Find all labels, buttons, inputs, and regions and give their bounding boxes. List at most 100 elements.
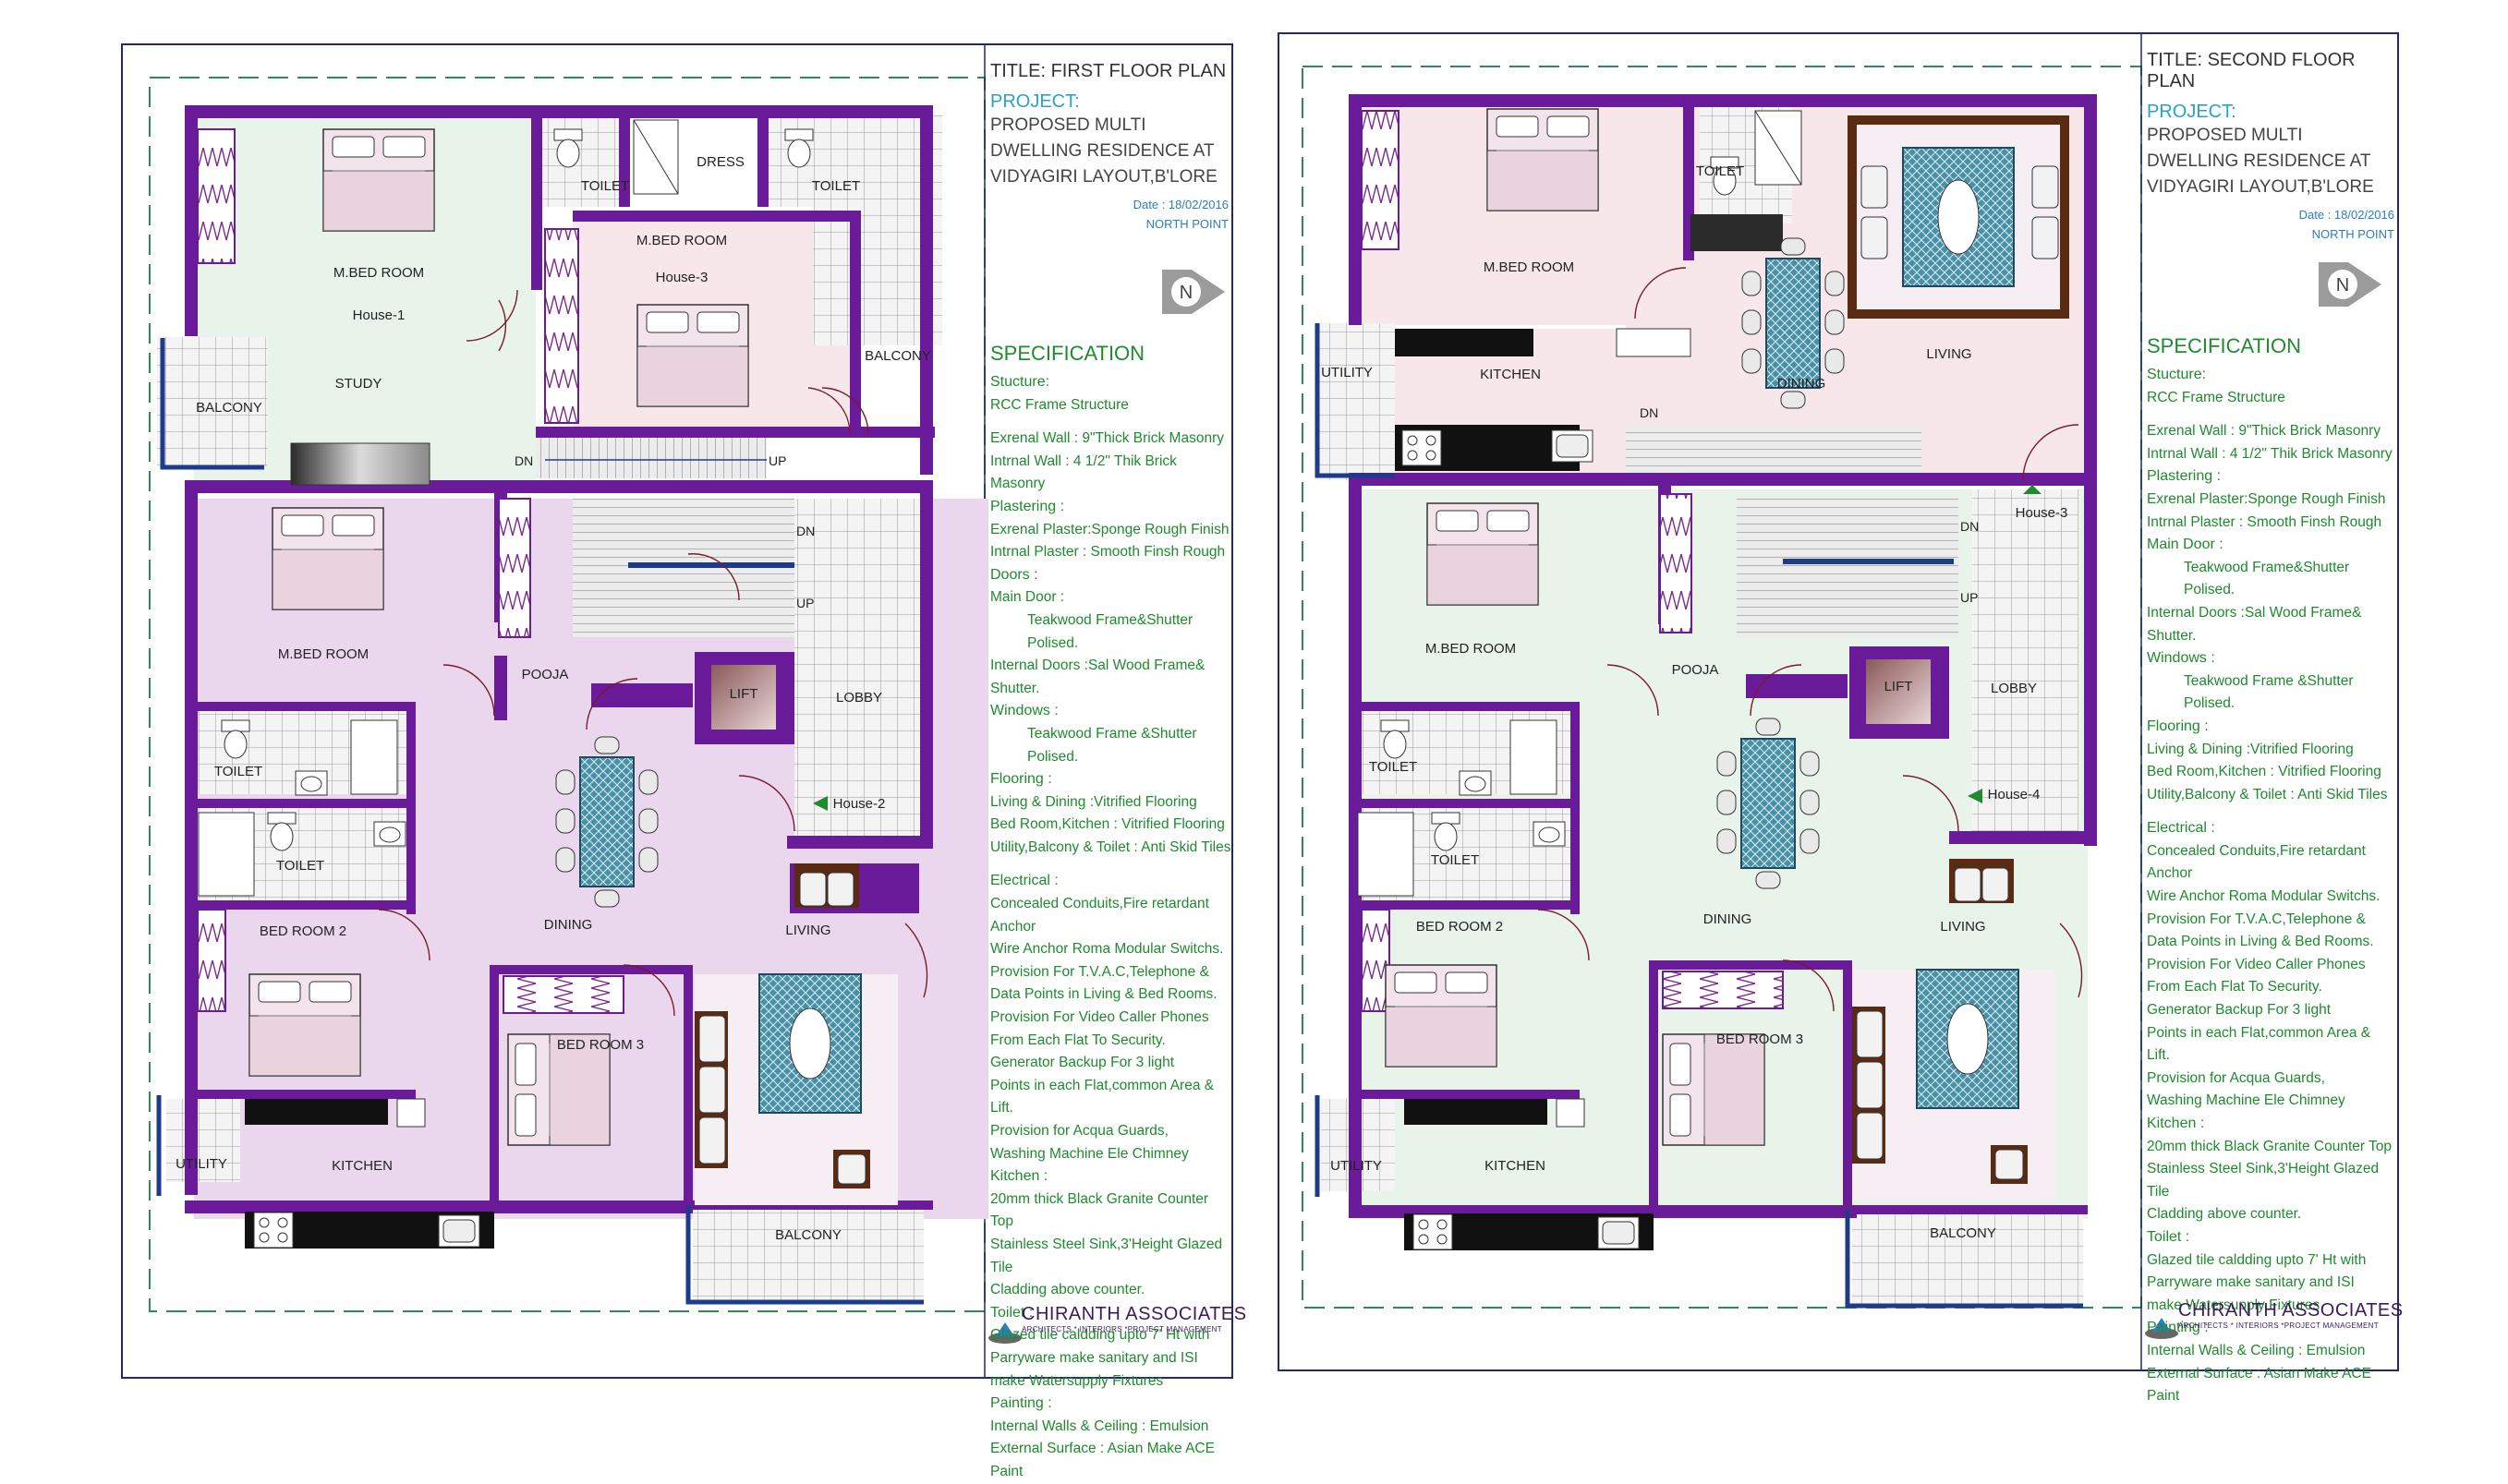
label-house2: House-2 — [833, 796, 886, 812]
spec-line: Windows : — [990, 703, 1059, 719]
label-pooja: POOJA — [522, 667, 569, 682]
spec-line: 20mm thick Black Granite Counter Top — [2147, 1138, 2393, 1154]
label-toilet-b: TOILET — [812, 178, 860, 194]
firm-name: CHIRANTH ASSOCIATES — [1022, 1304, 1247, 1324]
label-lift-2: LIFT — [1884, 679, 1913, 694]
spec-line: Provision For T.V.A.C,Telephone & — [2147, 911, 2366, 927]
spec-line: Data Points in Living & Bed Rooms. — [2147, 934, 2374, 950]
spec-line: Kitchen : — [2147, 1116, 2205, 1131]
spec-line: Provision for Acqua Guards, — [990, 1123, 1169, 1139]
spec-line: External Surface : Asian Make ACE Paint — [990, 1441, 1215, 1479]
project-line-1-2: PROPOSED MULTI — [2147, 126, 2303, 145]
spec-line: Intrnal Wall : 4 1/2" Thik Brick Masonry — [990, 452, 1177, 492]
label-toilet-d: TOILET — [276, 858, 324, 874]
label-dress: DRESS — [697, 154, 745, 170]
spec-line: Bed Room,Kitchen : Vitrified Flooring — [990, 816, 1225, 833]
spec-line: 20mm thick Black Granite Counter Top — [990, 1190, 1209, 1230]
label-dn: DN — [515, 453, 533, 468]
label-mbed-mid-2: M.BED ROOM — [1425, 641, 1516, 657]
label-living: LIVING — [785, 923, 830, 938]
spec-line: Toilet : — [2147, 1228, 2190, 1245]
spec-line: Stucture: — [2147, 367, 2207, 382]
label-dn-2: DN — [1640, 405, 1658, 420]
spec-line: Provision for Acqua Guards, — [2147, 1069, 2325, 1086]
sheet-title: TITLE: FIRST FLOOR PLAN — [990, 61, 1227, 81]
label-balcony-left: BALCONY — [196, 400, 262, 416]
title-block-first: TITLE: FIRST FLOOR PLAN PROJECT: PROPOSE… — [990, 61, 1229, 231]
project-line-2-2: DWELLING RESIDENCE AT — [2147, 151, 2371, 171]
spec-line — [2147, 409, 2396, 420]
spec-line: Wire Anchor Roma Modular Switchs. — [990, 941, 1224, 958]
project-line-1: PROPOSED MULTI — [990, 115, 1146, 135]
spec-line: Kitchen : — [990, 1168, 1048, 1185]
spec-line: Cladding above counter. — [2147, 1206, 2302, 1223]
spec-line: Data Points in Living & Bed Rooms. — [990, 986, 1218, 1003]
spec-line: RCC Frame Structure — [990, 396, 1129, 413]
spec-line: Electrical : — [2147, 820, 2215, 837]
firm-name-2: CHIRANTH ASSOCIATES — [2178, 1300, 2404, 1321]
north-point-label-2: NORTH POINT — [2311, 227, 2394, 241]
spec-line: Washing Machine Ele Chimney — [990, 1145, 1189, 1162]
spec-line: Utility,Balcony & Toilet : Anti Skid Til… — [2147, 786, 2388, 802]
drawing-date: Date : 18/02/2016 — [1133, 198, 1229, 211]
label-bed3-2: BED ROOM 3 — [1716, 1032, 1803, 1047]
label-bed2-2: BED ROOM 2 — [1416, 919, 1503, 935]
spec-line: Teakwood Frame&Shutter Polised. — [1027, 611, 1193, 651]
label-dining-2: DINING — [1703, 911, 1752, 927]
spec-line: Intrnal Plaster : Smooth Finsh Rough — [990, 544, 1226, 561]
label-house3-2: House-3 — [2016, 505, 2068, 521]
label-utility: UTILITY — [176, 1156, 227, 1172]
spec-line: Glazed tile caldding upto 7' Ht with — [2147, 1251, 2367, 1268]
drawing-canvas: N DN UP — [121, 32, 2399, 1379]
firm-tagline-2: ARCHITECTS * INTERIORS *PROJECT MANAGEME… — [2178, 1321, 2379, 1330]
firm-logo-icon — [988, 1322, 1022, 1344]
spec-line: External Surface : Asian Make ACE Paint — [2147, 1365, 2371, 1405]
spec-line: Points in each Flat,common Area & Lift. — [990, 1077, 1215, 1116]
spec-line: RCC Frame Structure — [2147, 389, 2285, 405]
spec-line: Exrenal Wall : 9"Thick Brick Masonry — [2147, 423, 2381, 440]
label-mbed-h3: M.BED ROOM — [636, 233, 727, 248]
spec-line: Painting : — [990, 1395, 1052, 1412]
spec-line: Teakwood Frame &Shutter Polised. — [2184, 672, 2354, 712]
label-dn2-2: DN — [1960, 519, 1979, 534]
specification-first: SPECIFICATION Stucture:RCC Frame Structu… — [990, 340, 1232, 1484]
spec-line: Internal Walls & Ceiling : Emulsion — [2147, 1342, 2366, 1358]
spec-line: Wire Anchor Roma Modular Switchs. — [2147, 888, 2381, 905]
label-toilet-c-2: TOILET — [1369, 759, 1417, 775]
label-toilet-c: TOILET — [214, 764, 262, 779]
sheet-first-floor: DN UP — [121, 43, 1233, 1379]
label-dining: DINING — [544, 917, 593, 933]
project-label-2: PROJECT: — [2147, 102, 2236, 122]
spec-line: Stainless Steel Sink,3'Height Glazed Til… — [2147, 1161, 2380, 1200]
spec-line: Internal Walls & Ceiling : Emulsion — [990, 1418, 1209, 1434]
label-living-2: LIVING — [1940, 919, 1985, 935]
firm-block-second: CHIRANTH ASSOCIATES ARCHITECTS * INTERIO… — [2178, 1300, 2404, 1330]
label-kitchen: KITCHEN — [332, 1158, 393, 1174]
label-up2-2: UP — [1960, 590, 1978, 605]
spec-line: Teakwood Frame&Shutter Polised. — [2184, 559, 2350, 598]
spec-line: Bed Room,Kitchen : Vitrified Flooring — [2147, 764, 2381, 780]
label-utility-2: UTILITY — [1330, 1158, 1382, 1174]
label-toilet-a: TOILET — [581, 178, 629, 194]
firm-block-first: CHIRANTH ASSOCIATES ARCHITECTS * INTERIO… — [1022, 1304, 1247, 1333]
spec-line: Flooring : — [990, 771, 1052, 788]
spec-line: Stainless Steel Sink,3'Height Glazed Til… — [990, 1236, 1223, 1275]
spec-line: Concealed Conduits,Fire retardant Anchor — [990, 896, 1209, 935]
label-bed3: BED ROOM 3 — [557, 1037, 644, 1053]
spec-line: Flooring : — [2147, 718, 2209, 734]
label-living-top-2: LIVING — [1926, 346, 1971, 362]
spec-line: Painting : — [2147, 1320, 2209, 1336]
spec-line: Provision For T.V.A.C,Telephone & — [990, 963, 1209, 980]
spec-line: Exrenal Wall : 9"Thick Brick Masonry — [990, 430, 1224, 447]
project-line-2: DWELLING RESIDENCE AT — [990, 141, 1215, 161]
sheet-title-2: TITLE: SECOND FLOOR PLAN — [2147, 50, 2356, 91]
label-toilet-d-2: TOILET — [1431, 852, 1479, 868]
specification-heading: SPECIFICATION — [990, 342, 1145, 365]
spec-line: Parryware make sanitary and ISI — [990, 1349, 1198, 1366]
spec-line: Internal Doors :Sal Wood Frame& Shutter. — [990, 658, 1206, 696]
spec-line: Plastering : — [990, 498, 1065, 514]
spec-line: Provision For Video Caller Phones — [2147, 956, 2366, 972]
label-mbed-top-2: M.BED ROOM — [1484, 259, 1574, 275]
